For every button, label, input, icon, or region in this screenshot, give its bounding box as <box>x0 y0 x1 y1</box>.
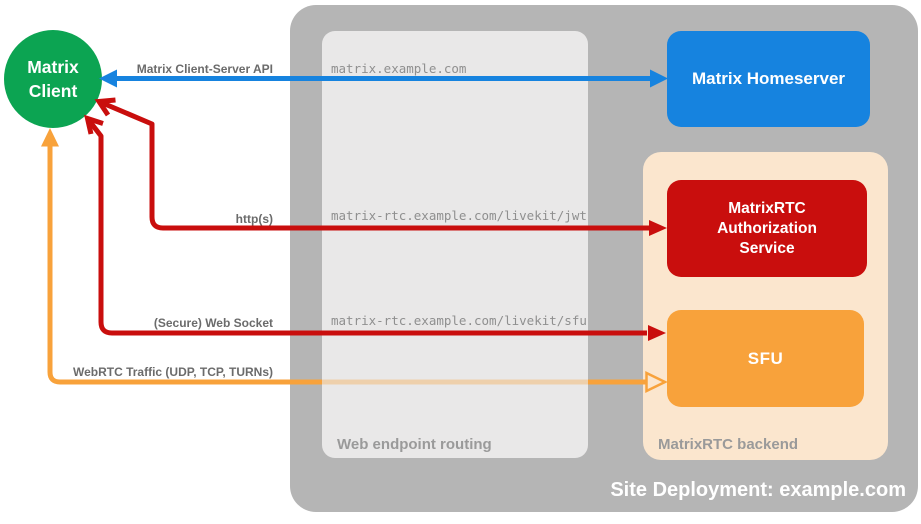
sfu-label: SFU <box>747 348 784 368</box>
matrix-homeserver-label: Matrix Homeserver <box>691 69 846 88</box>
matrixrtc-authorization-service-node: MatrixRTC Authorization Service <box>667 180 867 277</box>
https-arrowhead-left <box>94 97 116 117</box>
web-endpoint-routing-label: Web endpoint routing <box>337 436 492 453</box>
sfu-node: SFU <box>667 310 864 407</box>
livekit-sfu-url-text: matrix-rtc.example.com/livekit/sfu <box>331 313 587 328</box>
webrtc-traffic-edge-label: WebRTC Traffic (UDP, TCP, TURNs) <box>72 365 273 379</box>
livekit-jwt-url-text: matrix-rtc.example.com/livekit/jwt <box>331 208 587 223</box>
matrix-homeserver-node: Matrix Homeserver <box>667 31 870 127</box>
websocket-arrowhead-left <box>84 114 104 135</box>
https-edge-label: http(s) <box>235 212 273 226</box>
websocket-edge-label: (Secure) Web Socket <box>153 316 273 330</box>
homeserver-url-text: matrix.example.com <box>331 61 467 76</box>
web-endpoint-routing-container <box>322 31 588 458</box>
webrtc-traffic-arrowhead-top <box>41 128 59 147</box>
matrix-client-label-line1: Matrix <box>27 57 79 77</box>
site-deployment-title: Site Deployment: example.com <box>610 479 906 501</box>
matrixrtc-authorization-service-label: MatrixRTC Authorization Service <box>717 199 817 257</box>
client-server-api-edge-label: Matrix Client-Server API <box>136 62 273 76</box>
matrixrtc-backend-label: MatrixRTC backend <box>658 436 799 453</box>
matrix-client-label-line2: Client <box>28 81 78 101</box>
matrix-client-node: Matrix Client <box>4 30 102 128</box>
